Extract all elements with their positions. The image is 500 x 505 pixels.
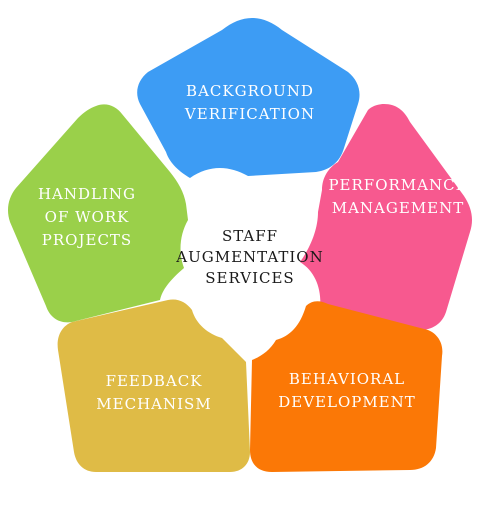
segment-background-verification-shape <box>137 18 360 178</box>
segment-feedback-mechanism-label: FEEDBACK MECHANISM <box>96 372 212 413</box>
segment-performance-management-shape <box>300 104 472 330</box>
segment-handling-of-work-projects-shape <box>8 104 188 323</box>
segment-feedback-mechanism-shape <box>57 299 251 472</box>
segment-behavioral-development-shape <box>250 301 443 472</box>
segment-background-verification-label: BACKGROUND VERIFICATION <box>184 82 316 123</box>
segment-performance-management-label: PERFORMANCE MANAGEMENT <box>328 176 468 217</box>
segment-handling-of-work-projects-label: HANDLING OF WORK PROJECTS <box>37 185 137 249</box>
segment-behavioral-development-label: BEHAVIORAL DEVELOPMENT <box>278 370 416 411</box>
center-title: STAFF AUGMENTATION SERVICES <box>176 227 324 287</box>
